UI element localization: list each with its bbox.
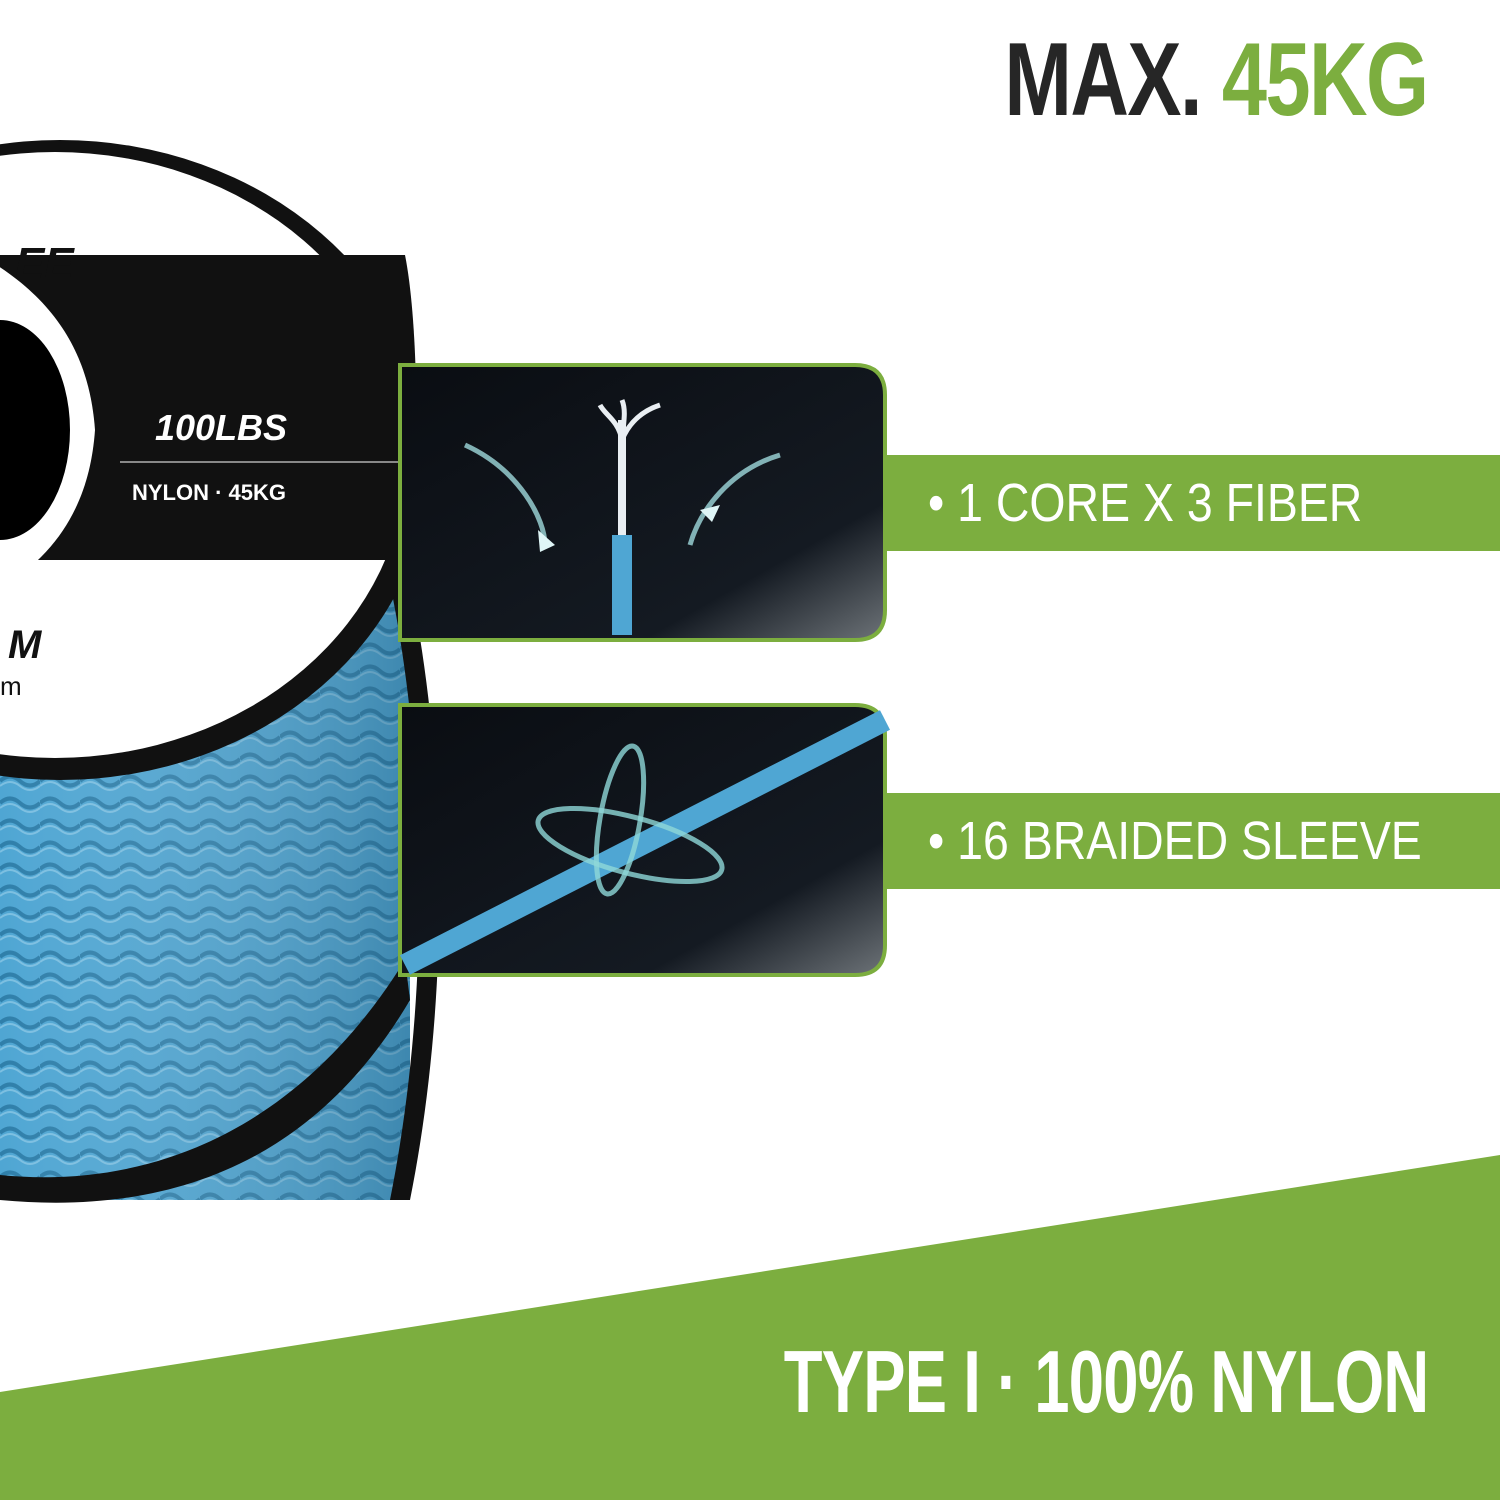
braided-sleeve-panel [398,703,891,977]
core-fiber-panel [398,363,887,642]
spool-material: NYLON · 45KG [132,480,286,505]
spool-strength: 100LBS [155,407,287,448]
feature-label-braided-sleeve: • 16 BRAIDED SLEEVE [928,811,1422,871]
spool-brand-fragment: EE [15,239,75,288]
headline-value: 45KG [1222,22,1429,138]
max-load-headline: MAX. 45KG [1005,28,1430,132]
feature-label-core-fiber: • 1 CORE X 3 FIBER [928,473,1363,533]
spool-small-fragment: m [0,671,22,701]
headline-prefix: MAX. [1004,22,1203,138]
footer-band [0,1155,1500,1500]
spool-length-fragment: M [8,623,43,667]
footer-material-label: TYPE I · 100% NYLON [783,1332,1428,1431]
rope-spool [0,140,440,1203]
